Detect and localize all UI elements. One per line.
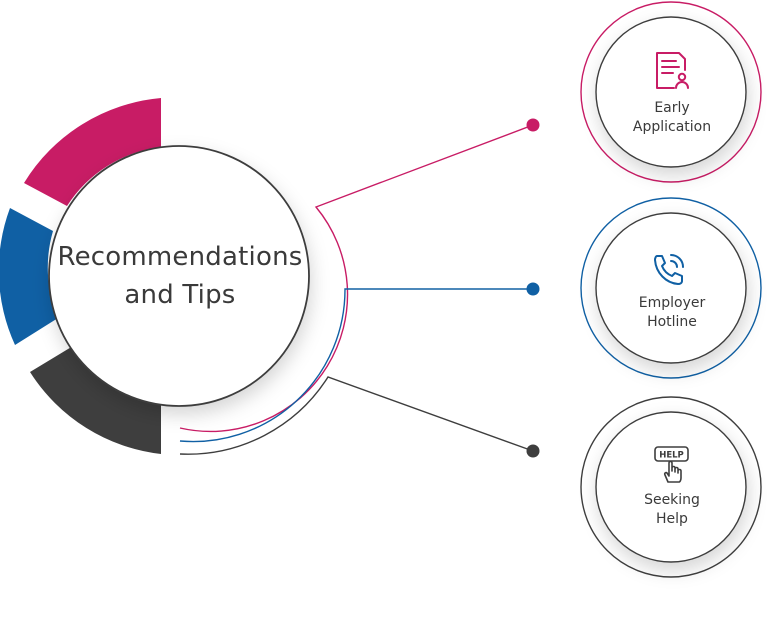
help-icon-text: HELP [659,451,684,461]
ring-segment-magenta [24,98,161,206]
ring-segment-dark [30,346,161,454]
center-title-line-2: and Tips [124,280,236,310]
center-title-line-1: Recommendations [57,242,303,272]
connector-dot-employer-hotline [526,282,540,296]
center-title: Recommendations and Tips [50,238,310,314]
phone-call-icon [654,254,684,285]
item-label-line-2: Application [632,119,712,135]
connector-line-early-application [179,124,534,433]
document-user-icon [656,52,689,89]
item-label-employer-hotline: Employer Hotline [602,294,742,332]
item-label-line-2: Help [656,511,688,527]
ring-segment-blue [0,208,58,345]
item-label-line-1: Early [654,100,690,116]
item-label-seeking-help: Seeking Help [602,491,742,529]
connector-dot-seeking-help [526,444,540,458]
item-label-line-2: Hotline [647,314,697,330]
item-label-early-application: Early Application [602,99,742,137]
item-label-line-1: Employer [638,295,706,311]
help-hand-icon: HELP [654,446,689,483]
connector-line-employer-hotline [179,288,533,443]
connector-dot-early-application [526,118,540,132]
item-inner-circle-seeking-help [595,411,747,563]
item-label-line-1: Seeking [644,492,700,508]
item-inner-circle-early-application [595,16,747,168]
item-inner-circle-employer-hotline [595,212,747,364]
connector-line-seeking-help [179,376,534,455]
center-circle [48,145,310,407]
